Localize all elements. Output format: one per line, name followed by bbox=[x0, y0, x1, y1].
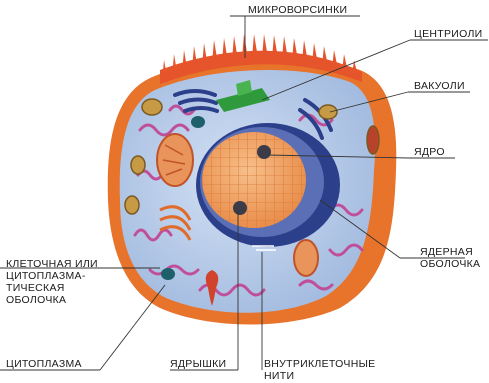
label-cell-membrane-line3: ТИЧЕСКАЯ bbox=[6, 282, 98, 294]
lysosome-lower bbox=[161, 268, 175, 280]
lysosome bbox=[191, 116, 205, 128]
label-nucleus: ЯДРО bbox=[414, 146, 445, 158]
label-vacuoles: ВАКУОЛИ bbox=[414, 80, 465, 92]
label-nucleoli: ЯДРЫШКИ bbox=[170, 358, 226, 370]
label-microvilli: МИКРОВОРСИНКИ bbox=[248, 4, 347, 16]
label-cytoplasm: ЦИТОПЛАЗМА bbox=[6, 358, 82, 370]
label-nuclear-envelope-line2: ОБОЛОЧКА bbox=[420, 258, 480, 270]
label-cell-membrane-line2: ЦИТОПЛАЗМА- bbox=[6, 270, 98, 282]
label-nuclear-envelope: ЯДЕРНАЯ ОБОЛОЧКА bbox=[420, 246, 480, 270]
label-filaments-line2: НИТИ bbox=[264, 370, 376, 382]
label-centrioles: ЦЕНТРИОЛИ bbox=[414, 28, 483, 40]
label-filaments-line1: ВНУТРИКЛЕТОЧНЫЕ bbox=[264, 358, 376, 370]
label-cell-membrane-line4: ОБОЛОЧКА bbox=[6, 294, 98, 306]
label-cell-membrane: КЛЕТОЧНАЯ ИЛИ ЦИТОПЛАЗМА- ТИЧЕСКАЯ ОБОЛО… bbox=[6, 258, 98, 306]
label-filaments: ВНУТРИКЛЕТОЧНЫЕ НИТИ bbox=[264, 358, 376, 382]
label-cell-membrane-line1: КЛЕТОЧНАЯ ИЛИ bbox=[6, 258, 98, 270]
label-nuclear-envelope-line1: ЯДЕРНАЯ bbox=[420, 246, 480, 258]
